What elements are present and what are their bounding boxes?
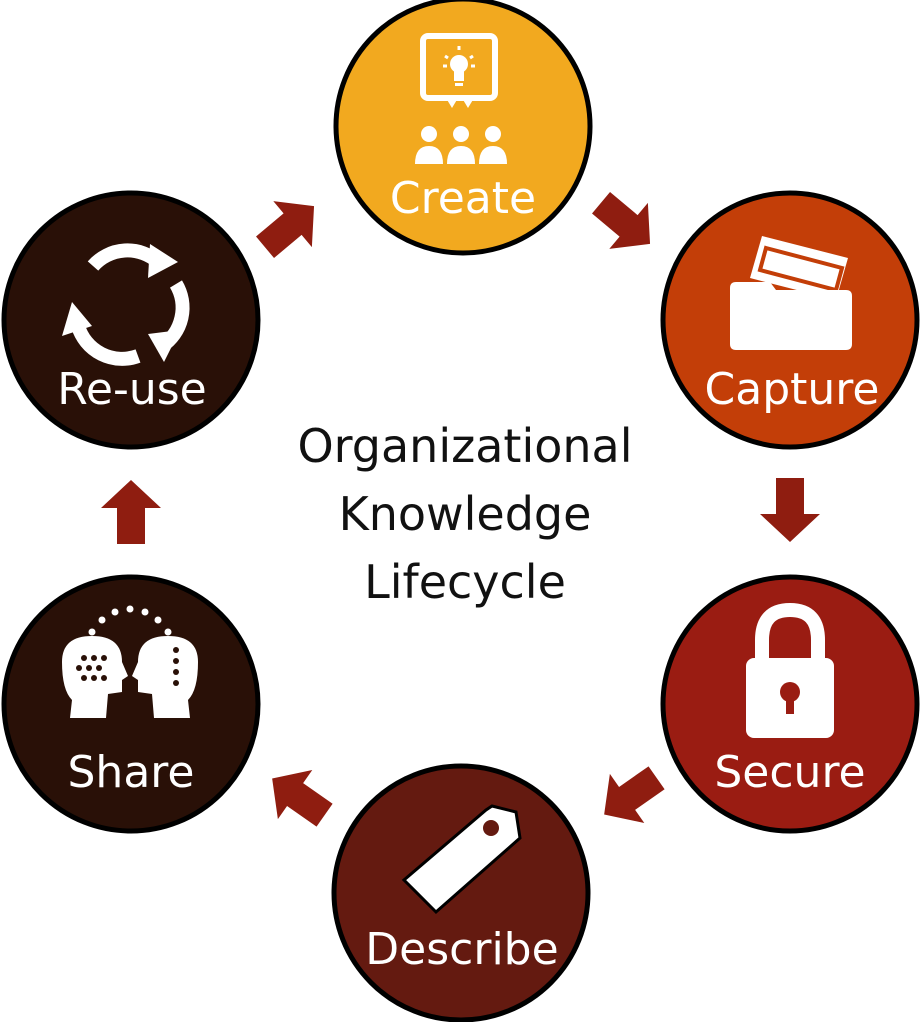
stage-capture-label: Capture bbox=[705, 364, 880, 415]
arrow-create-to-capture bbox=[592, 191, 651, 249]
stage-describe-circle bbox=[331, 763, 591, 1022]
stage-create-label: Create bbox=[390, 173, 536, 224]
center-title-line-1: Organizational bbox=[297, 419, 632, 473]
tag-icon bbox=[401, 804, 522, 915]
arrow-secure-to-describe bbox=[604, 766, 665, 824]
arrow-capture-to-secure bbox=[760, 478, 820, 542]
stage-reuse-circle bbox=[1, 190, 261, 450]
stage-capture: Capture bbox=[660, 190, 920, 450]
stage-secure-label: Secure bbox=[714, 747, 865, 798]
stage-reuse-label: Re-use bbox=[57, 364, 206, 415]
stage-share-label: Share bbox=[68, 747, 195, 798]
center-title-line-3: Lifecycle bbox=[364, 555, 566, 609]
stage-share: Share bbox=[1, 574, 261, 834]
recycle-arrows-icon bbox=[62, 243, 190, 366]
folder-icon bbox=[730, 236, 852, 350]
arrow-describe-to-share bbox=[272, 769, 333, 827]
arrow-share-to-reuse bbox=[101, 480, 161, 544]
idea-presentation-icon bbox=[415, 33, 507, 164]
center-title-line-2: Knowledge bbox=[339, 487, 592, 541]
stage-describe-label: Describe bbox=[365, 924, 558, 975]
padlock-icon bbox=[746, 602, 834, 738]
stage-reuse: Re-use bbox=[1, 190, 261, 450]
stage-create: Create bbox=[333, 0, 593, 256]
stage-secure: Secure bbox=[660, 574, 920, 834]
sharing-heads-icon bbox=[62, 605, 198, 718]
stage-share-circle bbox=[1, 574, 261, 834]
stage-describe: Describe bbox=[331, 763, 591, 1022]
arrow-reuse-to-create bbox=[256, 201, 315, 259]
